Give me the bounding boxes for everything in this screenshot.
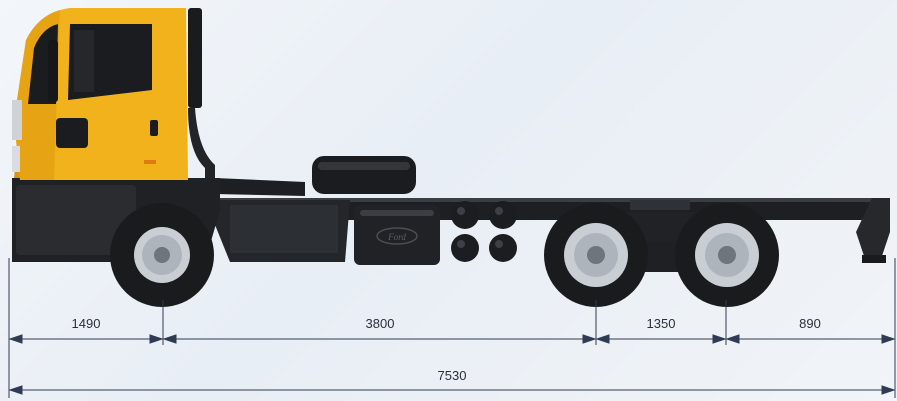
rear-wheel-1 xyxy=(544,203,648,307)
dimension-lines xyxy=(8,258,896,398)
fuel-tank: Ford xyxy=(354,205,440,265)
tandem-spacing-label: 1350 xyxy=(646,316,676,331)
exhaust-stack xyxy=(188,8,215,190)
intake-pipe xyxy=(215,178,305,196)
ford-oval-logo xyxy=(376,227,418,245)
rear-overhang-label: 890 xyxy=(799,316,821,331)
fuel-tank-badge: Ford xyxy=(387,232,406,242)
wheelbase-label: 3800 xyxy=(365,316,395,331)
cab xyxy=(12,8,220,262)
overall-length-label: 7530 xyxy=(437,368,467,383)
front-overhang-label: 1490 xyxy=(71,316,101,331)
front-wheel xyxy=(110,203,214,307)
gearbox xyxy=(230,205,338,253)
spare-tire xyxy=(312,156,416,194)
rear-wheel-2 xyxy=(675,203,779,307)
air-tanks xyxy=(451,201,517,262)
